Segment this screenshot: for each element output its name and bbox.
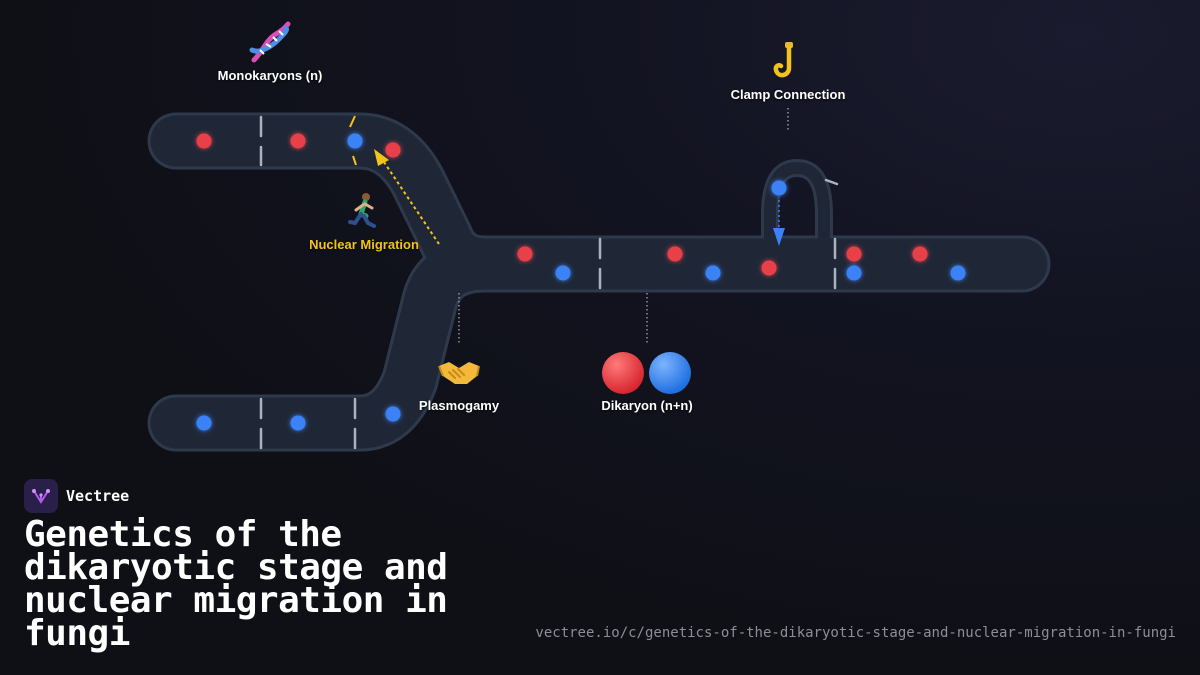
nucleus-red xyxy=(912,246,928,262)
nucleus-red xyxy=(290,133,306,149)
plasmogamy-label: Plasmogamy xyxy=(418,398,500,413)
source-url[interactable]: vectree.io/c/genetics-of-the-dikaryotic-… xyxy=(535,625,1176,641)
nucleus-blue xyxy=(385,406,401,422)
nucleus-red xyxy=(761,260,777,276)
dna-icon xyxy=(248,20,292,64)
running-person-icon xyxy=(346,192,382,232)
nucleus-red xyxy=(517,246,533,262)
page-title: Genetics of the dikaryotic stage and nuc… xyxy=(24,514,448,654)
nucleus-blue xyxy=(846,265,862,281)
monokaryons-label: Monokaryons (n) xyxy=(217,68,323,83)
handshake-icon xyxy=(437,352,481,392)
nuclear-migration-label: Nuclear Migration xyxy=(309,237,419,252)
septa xyxy=(259,115,839,450)
hyphae-tubes xyxy=(147,112,1051,452)
nucleus-blue xyxy=(555,265,571,281)
clamp-arrow xyxy=(773,200,785,246)
nucleus-blue xyxy=(705,265,721,281)
brand-name: Vectree xyxy=(66,487,130,505)
nucleus-red xyxy=(846,246,862,262)
nucleus-blue xyxy=(196,415,212,431)
vectree-logo-icon xyxy=(24,479,58,513)
dikaryon-label: Dikaryon (n+n) xyxy=(601,398,693,413)
hook-icon xyxy=(770,40,806,84)
nucleus-blue xyxy=(290,415,306,431)
nucleus-red xyxy=(667,246,683,262)
clamp-connection-label: Clamp Connection xyxy=(730,87,846,102)
lower-hypha xyxy=(150,238,511,449)
red-and-blue-circles-icon xyxy=(600,351,694,395)
nucleus-red xyxy=(196,133,212,149)
migration-arrow xyxy=(349,115,440,245)
nucleus-blue xyxy=(950,265,966,281)
nucleus-blue xyxy=(347,133,363,149)
septum xyxy=(824,178,839,186)
nuclei xyxy=(196,133,966,431)
leader-lines xyxy=(458,108,789,343)
brand: Vectree xyxy=(24,479,129,513)
clamp-connection-hook xyxy=(764,162,830,270)
nucleus-red xyxy=(385,142,401,158)
nucleus-blue xyxy=(771,180,787,196)
